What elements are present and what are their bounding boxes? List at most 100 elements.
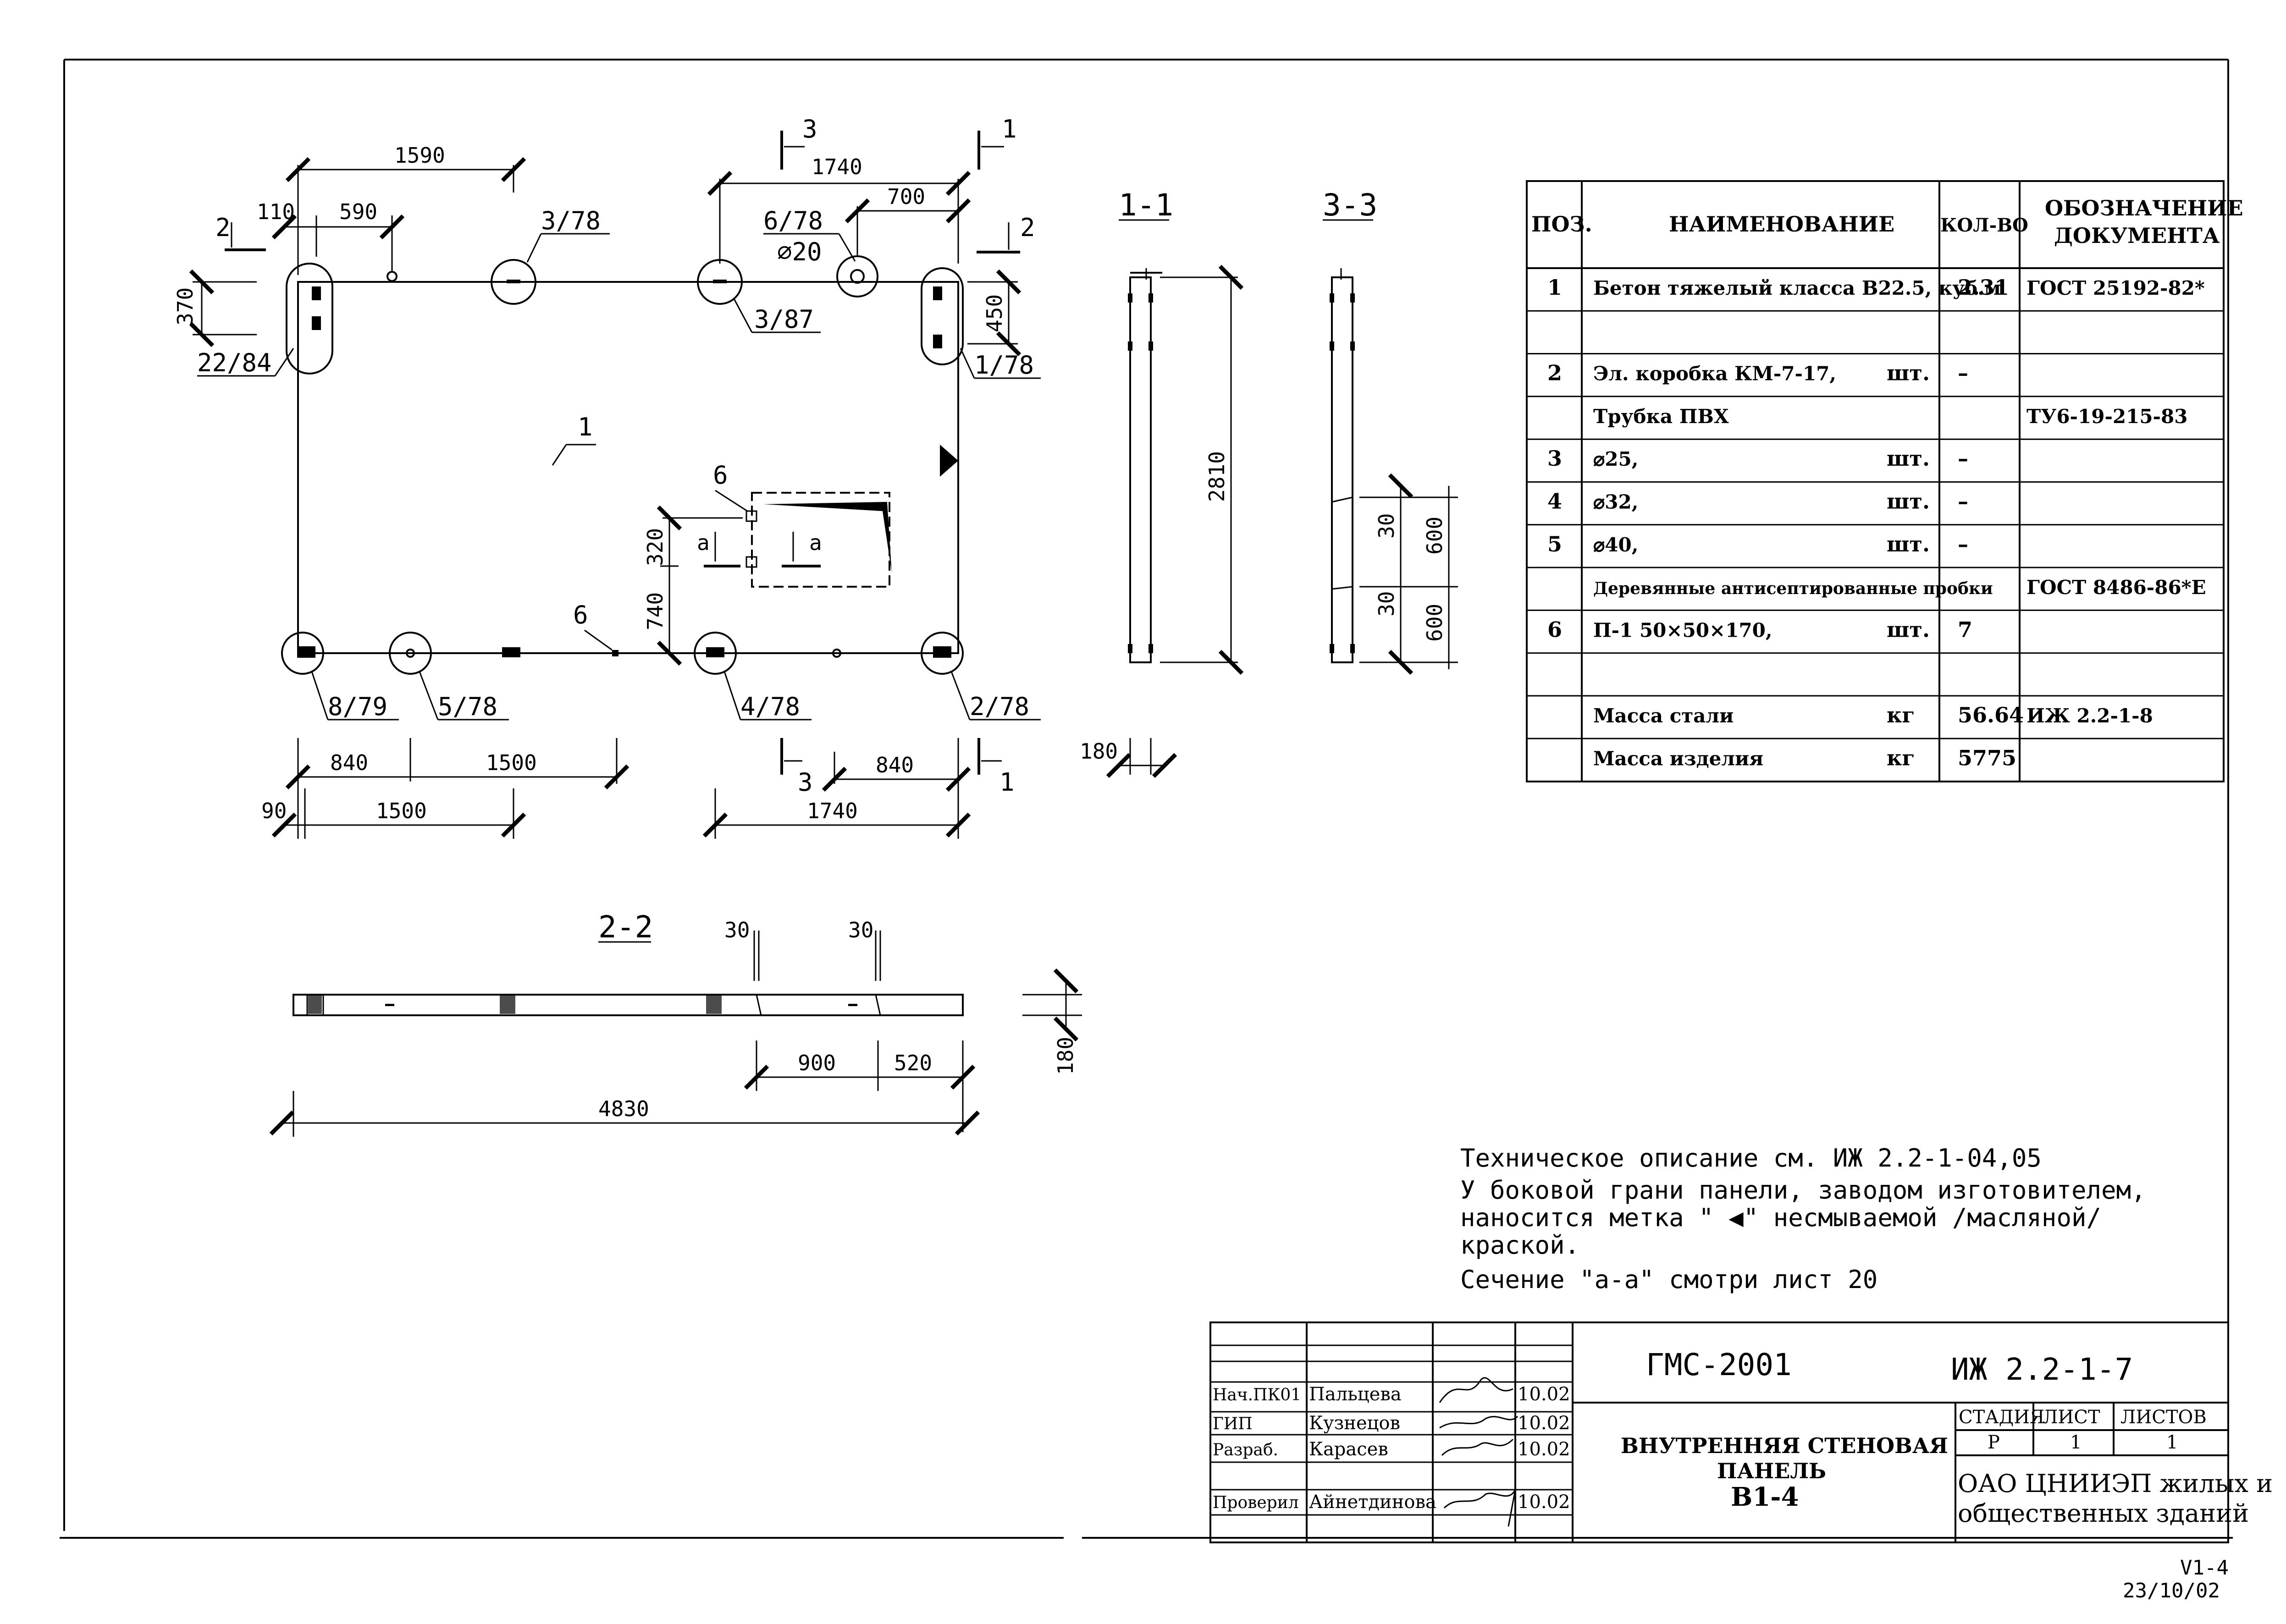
svg-text:3: 3 [802,115,817,143]
spec-row-doc: ГОСТ 25192-82* [2026,277,2205,299]
dim-1740-bottom: 1740 [807,798,858,823]
note-line-1: Техническое описание см. ИЖ 2.2-1-04,05 [1460,1144,2042,1173]
spec-header-pos: ПОЗ. [1531,212,1592,237]
side-mark-triangle [940,445,958,477]
signer-date: 10.02 [1518,1413,1570,1434]
title-code-1: ГМС-2001 [1646,1347,1792,1382]
dim-600-b: 600 [1422,604,1447,642]
spec-row-qty: 7 [1958,617,1972,642]
dim-840-b: 840 [876,753,914,777]
section-1-1-title: 1-1 [1119,187,1173,223]
spec-row-pos: 5 [1547,532,1562,556]
spec-row-name: ⌀32, [1593,491,1638,513]
panel-plan: 1 1590 110 590 1740 700 370 450 320 [173,115,1041,839]
spec-row-pos: 3 [1547,446,1562,471]
spec-row-qty: – [1958,361,1968,385]
dim-1500-b: 1500 [376,798,427,823]
spec-row-name: Бетон тяжелый класса В22.5, куб.м [1593,277,2001,299]
section-3-3-title: 3-3 [1323,187,1377,223]
spec-row-doc: ТУ6-19-215-83 [2026,405,2187,428]
dim-90: 90 [261,798,287,823]
signer-name: Карасев [1309,1439,1388,1460]
dim-600-a: 600 [1422,517,1447,555]
note-line-3b: " несмываемой /масляной/ [1744,1203,2101,1232]
signer-role: ГИП [1213,1415,1253,1433]
sheets-value: 1 [2166,1432,2178,1453]
callout-2-78: 2/78 [970,692,1029,721]
dim-180: 180 [1080,739,1118,764]
embedded-parts [297,286,951,658]
spec-header-doc-2: ДОКУМЕНТА [2054,223,2220,248]
hole-5-78 [389,632,432,675]
callout-3-87: 3/87 [754,305,814,334]
spec-row-qty: 5775 [1958,745,2016,770]
callout-1: 1 [578,413,593,441]
note-line-2: У боковой грани панели, заводом изготови… [1460,1176,2146,1205]
callout-4-78: 4/78 [740,692,800,721]
hole-6-78 [836,255,878,297]
section-3-3: 3-3 30 600 30 600 [1323,187,1458,675]
svg-text:1: 1 [999,768,1015,797]
spec-row-name: Масса изделия [1593,747,1763,770]
dim-900: 900 [798,1051,836,1075]
spec-row-pos: 4 [1547,489,1562,514]
callout-1-78: 1/78 [974,351,1034,380]
spec-row-doc: ГОСТ 8486-86*Е [2026,576,2206,599]
dim-30-b: 30 [1374,591,1399,617]
spec-row: 3⌀25,шт.– [1547,446,1968,471]
spec-header-name: НАИМЕНОВАНИЕ [1669,212,1894,237]
callout-6-plug: 6 [573,600,588,629]
spec-row-name: П-1 50×50×170, [1593,619,1772,641]
spec-row-pos: 1 [1547,275,1562,300]
spec-row-qty: – [1958,489,1968,514]
section-2-2-title: 2-2 [598,909,653,945]
lifting-loop-right [921,267,964,365]
sheet-frame [60,59,2233,1539]
spec-row: Масса изделия кг 5775 [1593,745,2016,770]
dim-520: 520 [894,1051,932,1075]
hole-3-78 [491,259,536,305]
spec-row-qty: – [1958,532,1968,556]
signer-role: Нач.ПК01 [1213,1386,1301,1404]
spec-row-unit: шт. [1887,489,1930,514]
spec-row-unit: кг [1887,745,1915,770]
spec-row-name: Трубка ПВХ [1593,405,1729,428]
spec-header-doc-1: ОБОЗНАЧЕНИЕ [2045,196,2243,220]
signer-date: 10.02 [1518,1384,1570,1405]
title-name-2: ПАНЕЛЬ [1717,1459,1826,1483]
org-line-1: ОАО ЦНИИЭП жилых и [1958,1469,2273,1498]
dim-110: 110 [257,199,295,224]
section-1-1: 1-1 2810 180 [1080,187,1244,778]
callout-3-78: 3/78 [541,206,601,235]
spec-row-qty: 56.64 [1958,703,2024,727]
callout-5-78: 5/78 [438,692,497,721]
spec-row: Трубка ПВХ ТУ6-19-215-83 [1593,405,2187,428]
specification-table: ПОЗ. НАИМЕНОВАНИЕ КОЛ-ВО ОБОЗНАЧЕНИЕ ДОК… [1526,180,2243,782]
dim-180-b: 180 [1053,1037,1078,1075]
sheet-header: ЛИСТ [2043,1407,2100,1428]
callout-22-84: 22/84 [197,348,272,377]
spec-row-pos: 2 [1547,361,1562,385]
signer-date: 10.02 [1518,1439,1570,1460]
hole-8-79 [281,632,324,675]
stage-header: СТАДИЯ [1959,1407,2044,1428]
dim-840-a: 840 [330,750,368,775]
section-a-right: a [809,530,822,555]
section-mark-3-top: 3 [780,115,817,170]
section-mark-2-left: 2 [215,213,266,251]
spec-row-doc: ИЖ 2.2-1-8 [2026,705,2153,727]
signer-date: 10.02 [1518,1492,1570,1513]
section-2-2: 2-2 30 30 180 900 520 4830 [269,909,1082,1137]
spec-row-qty: – [1958,446,1968,471]
callout-dia-20: ⌀20 [777,237,822,266]
dim-450: 450 [982,294,1007,332]
signer-role: Проверил [1213,1493,1299,1512]
